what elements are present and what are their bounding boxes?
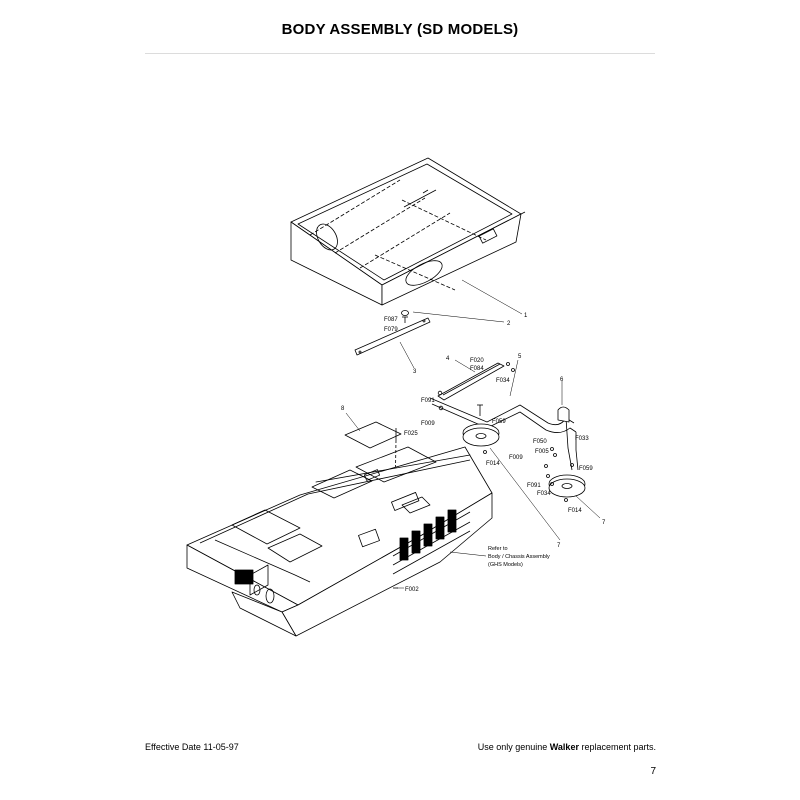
callout-f009-lower: F009: [509, 455, 523, 461]
header-rule: [145, 53, 655, 54]
callout-f002: F002: [405, 587, 419, 593]
page-number: 7: [650, 766, 656, 777]
callout-f079: F079: [384, 327, 398, 333]
callout-f014-upper: F014: [486, 461, 500, 467]
callout-f059-lower: F059: [579, 466, 593, 472]
leader-lines: [345, 279, 601, 589]
callout-8: 8: [341, 406, 345, 412]
callout-f050: F050: [533, 439, 547, 445]
reference-note-line-1: Refer to: [488, 546, 508, 552]
callout-f034-lower: F034: [537, 491, 551, 497]
callout-f091-lower: F091: [527, 483, 541, 489]
pulley-left: [462, 423, 500, 454]
callout-f033: F033: [575, 436, 589, 442]
pulley-right: [548, 474, 586, 502]
callout-f025: F025: [404, 431, 418, 437]
effective-date: Effective Date 11-05-97: [145, 742, 239, 752]
callout-1: 1: [524, 313, 528, 319]
vent-grille: [392, 509, 471, 575]
callout-f059-upper: F059: [492, 419, 506, 425]
callout-f020: F020: [470, 358, 484, 364]
callout-f084: F084: [470, 366, 484, 372]
callout-3: 3: [413, 369, 417, 375]
spring-clip-part-6: [557, 406, 570, 423]
chassis: [186, 446, 493, 637]
brand-name: Walker: [549, 742, 579, 752]
body-tray: [290, 157, 526, 306]
callout-f034-upper: F034: [496, 378, 510, 384]
idler-hardware: [437, 362, 574, 486]
callout-f091-upper: F091: [421, 398, 435, 404]
page-title: BODY ASSEMBLY (SD MODELS): [281, 21, 519, 38]
callout-5: 5: [518, 354, 522, 360]
callout-f087: F087: [384, 317, 398, 323]
footer-note-prefix: Use only genuine: [477, 742, 550, 752]
callout-f005: F005: [535, 449, 549, 455]
footer-note-suffix: replacement parts.: [578, 742, 656, 752]
hardware-f087-f079: [401, 310, 409, 323]
footer-note: Use only genuine Walker replacement part…: [478, 742, 656, 752]
callout-f009-upper: F009: [421, 421, 435, 427]
strap-part-3: [354, 317, 431, 356]
callout-f014-lower: F014: [568, 508, 582, 514]
callout-6: 6: [560, 377, 564, 383]
callout-7-lower: 7: [557, 543, 561, 549]
callout-2: 2: [507, 321, 511, 327]
callout-7-right: 7: [602, 520, 606, 526]
callout-4: 4: [446, 356, 450, 362]
bracket-part-4: [437, 362, 505, 401]
callout-labels: 1 2 3 4 5 6 7 7 8 F087 F079 F020 F084 F0…: [341, 313, 606, 593]
reference-note-line-3: (GHS Models): [488, 562, 523, 568]
reference-note-line-2: Body / Chassis Assembly: [488, 554, 550, 560]
